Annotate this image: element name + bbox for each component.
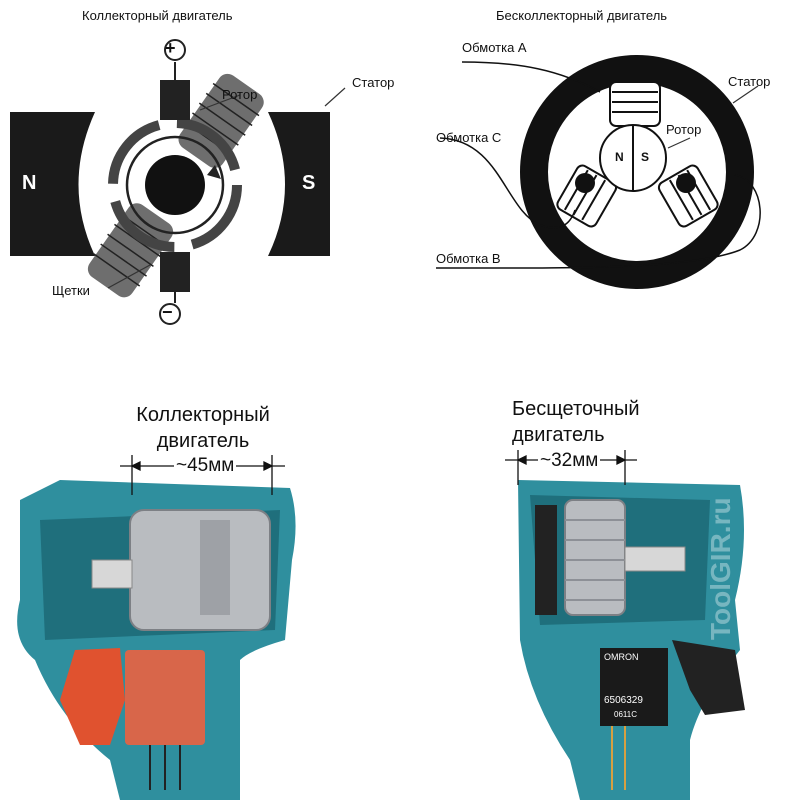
brushless-dimension: ~32мм xyxy=(538,450,601,472)
rotor-label: Ротор xyxy=(222,87,258,102)
rotor-shaft xyxy=(145,155,205,215)
brushless-diagram-title: Бесколлекторный двигатель xyxy=(496,8,668,23)
stator-magnet-n xyxy=(10,112,95,256)
plus-sign: + xyxy=(165,38,176,58)
wire-c xyxy=(439,137,576,229)
commutator-ring xyxy=(108,118,242,252)
rotor-arrow-ring xyxy=(125,135,225,235)
switch-block-red xyxy=(125,650,205,745)
brushed-motor-diagram xyxy=(10,39,346,325)
chip-brand: OMRON xyxy=(604,652,639,662)
winding-a-label: Обмотка А xyxy=(462,40,527,55)
brushes-label: Щетки xyxy=(52,283,90,298)
brushless-motor-diagram xyxy=(435,55,761,289)
winding-b-label: Обмотка B xyxy=(436,251,501,266)
brushless-rotor-label: Ротор xyxy=(666,122,702,137)
brushed-caption: Коллекторный двигатель xyxy=(128,402,278,454)
brushed-drill-photo xyxy=(17,455,296,800)
wire-a xyxy=(461,61,601,93)
brush-top xyxy=(160,80,190,120)
control-chip xyxy=(600,648,668,726)
chip-sub: 0611C xyxy=(614,710,637,719)
brushed-caption-line2: двигатель xyxy=(156,430,250,452)
stator-winding-b xyxy=(657,164,719,228)
minus-sign: − xyxy=(162,302,173,322)
pole-n-label: N xyxy=(22,172,37,194)
brush-bottom xyxy=(160,252,190,292)
brushless-stator-label: Статор xyxy=(728,74,771,89)
rotor-pole-n: N xyxy=(615,150,624,164)
brushless-drill-photo xyxy=(505,450,745,800)
cooling-fan xyxy=(535,505,557,615)
brushless-stator-stack xyxy=(564,499,626,616)
brushed-diagram-title: Коллекторный двигатель xyxy=(82,8,233,23)
stator-ring xyxy=(520,55,754,289)
brushed-caption-line1: Коллекторный xyxy=(136,404,270,426)
pole-s-label: S xyxy=(302,172,316,194)
wire-b xyxy=(435,174,761,269)
plus-terminal xyxy=(164,39,186,61)
brushed-dimension: ~45мм xyxy=(174,455,237,477)
brushless-shaft xyxy=(624,546,686,572)
stator-label: Статор xyxy=(352,75,395,90)
minus-terminal xyxy=(159,303,181,325)
brushed-motor-shaft xyxy=(91,559,133,589)
brushless-caption-line1: Бесщеточный xyxy=(512,398,640,420)
stator-magnet-s xyxy=(268,112,330,256)
winding-c-label: Обмотка С xyxy=(436,130,502,145)
rotor-pole-s: S xyxy=(641,150,650,164)
brushless-caption: Бесщеточный двигатель xyxy=(512,396,662,448)
stator-winding-a xyxy=(609,81,661,127)
brushless-caption-line2: двигатель xyxy=(512,424,605,446)
chip-code: 6506329 xyxy=(604,695,643,706)
trigger-black xyxy=(672,640,745,715)
toolgir-watermark: ToolGIR.ru xyxy=(705,497,736,640)
trigger-red xyxy=(60,648,125,745)
